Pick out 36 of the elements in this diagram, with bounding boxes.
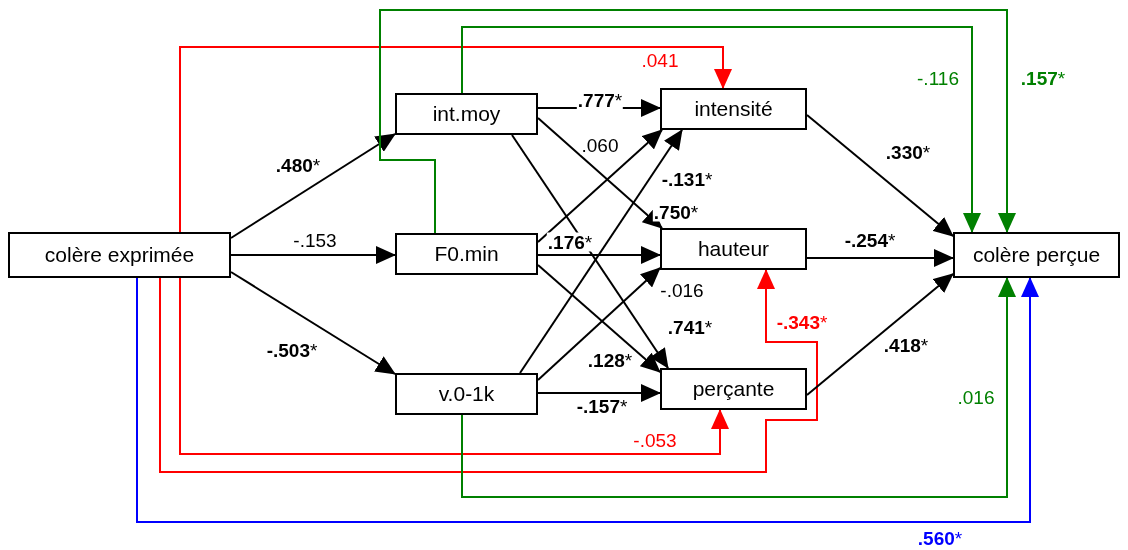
variable-box <box>395 373 538 415</box>
arrow <box>806 249 954 267</box>
variable-box <box>660 368 807 410</box>
variable-name: F0.min <box>434 242 499 266</box>
arrow <box>136 277 1039 523</box>
variable-box <box>953 232 1120 278</box>
variable-name: perçante <box>692 377 775 401</box>
edge-label: .176* <box>546 232 594 252</box>
arrow <box>230 271 396 375</box>
arrow <box>179 46 732 233</box>
arrow <box>519 129 683 374</box>
variable-box <box>8 232 231 278</box>
arrow <box>230 133 396 239</box>
variable-name: v.0-1k <box>438 382 495 406</box>
arrow <box>461 26 981 233</box>
variable-box <box>660 88 807 130</box>
arrow <box>806 273 954 396</box>
variable-name: int.moy <box>432 102 501 126</box>
variable-name: colère perçue <box>972 243 1101 267</box>
arrow <box>461 277 1016 498</box>
variable-box <box>395 93 538 135</box>
arrow <box>537 246 661 264</box>
arrow <box>230 246 396 264</box>
variable-box <box>395 233 538 275</box>
arrow <box>159 269 818 473</box>
arrow <box>511 134 669 369</box>
variable-name: colère exprimée <box>44 243 195 267</box>
arrow <box>537 129 663 243</box>
arrow <box>179 277 729 455</box>
variable-name: hauteur <box>697 237 770 261</box>
arrow <box>537 117 663 229</box>
variable-name: intensité <box>694 97 773 121</box>
variable-box <box>660 228 807 270</box>
arrow <box>379 9 1016 234</box>
arrow <box>806 114 954 237</box>
arrow <box>537 384 661 402</box>
